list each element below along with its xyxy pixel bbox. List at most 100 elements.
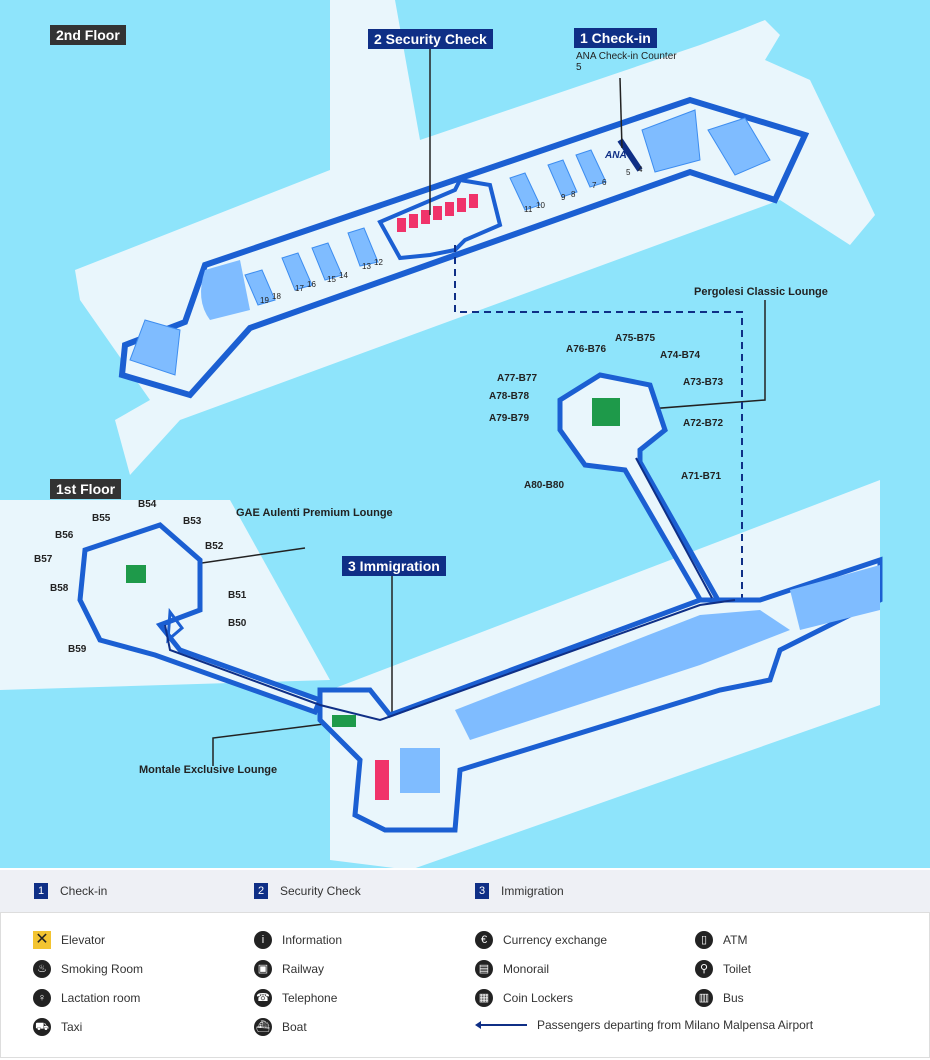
- svg-text:A72-B72: A72-B72: [683, 418, 723, 429]
- svg-text:10: 10: [536, 201, 545, 210]
- step-number: 3: [475, 883, 489, 899]
- immigration-desks: [375, 760, 389, 800]
- svg-text:16: 16: [307, 280, 316, 289]
- svg-text:B53: B53: [183, 516, 202, 527]
- step-immigration: 3 Immigration: [475, 883, 564, 899]
- telephone-icon: ☎: [254, 989, 272, 1007]
- ana-logo: ANA: [604, 150, 627, 161]
- legend-item: ▯ ATM: [695, 931, 747, 949]
- legend-item: ♨ Smoking Room: [33, 960, 143, 978]
- legend-label: Monorail: [503, 962, 550, 976]
- icon-legend: ✕ Elevator i Information € Currency exchange ▯…: [0, 912, 930, 1058]
- departure-route-a: [635, 457, 713, 599]
- legend-label: Toilet: [723, 962, 752, 976]
- departure-route: [164, 599, 736, 722]
- step-label: Immigration: [501, 884, 564, 898]
- legend-route: Passengers departing from Milano Malpens…: [475, 1018, 813, 1032]
- legend-item: ⚲ Toilet: [695, 960, 751, 978]
- legend-item: ▣ Railway: [254, 960, 324, 978]
- svg-text:B57: B57: [34, 554, 53, 565]
- taxi-icon: ⛟: [33, 1018, 51, 1036]
- svg-text:13: 13: [362, 262, 371, 271]
- legend-label: Telephone: [282, 991, 338, 1005]
- legend-label: ATM: [723, 933, 748, 947]
- svg-text:B52: B52: [205, 541, 224, 552]
- floor-label-2nd: 2nd Floor: [50, 25, 126, 45]
- svg-text:14: 14: [339, 271, 348, 280]
- legend-label: Coin Lockers: [503, 991, 574, 1005]
- legend-label: Smoking Room: [61, 962, 144, 976]
- b-triangle-structure: [166, 607, 185, 644]
- boat-icon: ⛴: [254, 1018, 272, 1036]
- pergolesi-lounge-block: [592, 398, 620, 426]
- legend-label: Elevator: [61, 933, 106, 947]
- svg-text:A71-B71: A71-B71: [681, 471, 721, 482]
- gate-labels-b: B54 B55 B53 B56 B52 B57 B58 B51 B50 B59: [34, 499, 247, 655]
- currency-exchange-icon: €: [475, 931, 493, 949]
- smoking-room-icon: ♨: [33, 960, 51, 978]
- transfer-dashed-route: [454, 245, 743, 660]
- immigration-callout: 3 Immigration: [342, 556, 446, 576]
- terminal-end-block: [201, 260, 250, 320]
- svg-text:6: 6: [602, 178, 607, 187]
- svg-text:A77-B77: A77-B77: [497, 373, 537, 384]
- gate-labels-a: A75-B75 A76-B76 A74-B74 A73-B73 A77-B77 …: [489, 333, 723, 491]
- svg-text:5: 5: [626, 168, 631, 177]
- svg-text:18: 18: [272, 292, 281, 301]
- ana-counter-label: ANA Check-in Counter: [576, 51, 677, 62]
- monorail-icon: ▤: [475, 960, 493, 978]
- step-number: 2: [254, 883, 268, 899]
- legend-label: Boat: [282, 1020, 307, 1034]
- svg-text:A76-B76: A76-B76: [566, 344, 606, 355]
- svg-text:12: 12: [374, 258, 383, 267]
- svg-text:A79-B79: A79-B79: [489, 413, 529, 424]
- legend-label: Information: [282, 933, 343, 947]
- legend-item: ⛟ Taxi: [33, 1018, 82, 1036]
- lower-terminal-blocks: [400, 565, 880, 793]
- svg-text:B55: B55: [92, 513, 111, 524]
- svg-text:B58: B58: [50, 583, 69, 594]
- svg-text:11: 11: [524, 205, 533, 214]
- svg-text:4: 4: [638, 165, 643, 174]
- checkin-callout: 1 Check-in: [574, 28, 657, 48]
- elevator-icon: ✕: [33, 931, 51, 949]
- security-check-callout: 2 Security Check: [368, 29, 493, 49]
- legend-label: Currency exchange: [503, 933, 608, 947]
- information-icon: i: [254, 931, 272, 949]
- svg-text:9: 9: [561, 193, 566, 202]
- ana-counter-marker: ANA: [604, 138, 643, 172]
- legend-item: ☎ Telephone: [254, 989, 337, 1007]
- step-label: Security Check: [280, 884, 361, 898]
- coin-lockers-icon: ▦: [475, 989, 493, 1007]
- pergolesi-lounge-label: Pergolesi Classic Lounge: [694, 286, 828, 298]
- svg-text:B56: B56: [55, 530, 74, 541]
- legend-label: Taxi: [61, 1020, 83, 1034]
- svg-text:A73-B73: A73-B73: [683, 377, 723, 388]
- checkin-islands: [129, 109, 771, 376]
- legend-item: ⛴ Boat: [254, 1018, 307, 1036]
- gae-lounge-block: [126, 565, 146, 583]
- legend-item: ✕ Elevator: [33, 931, 105, 949]
- railway-icon: ▣: [254, 960, 272, 978]
- legend-label: Railway: [282, 962, 325, 976]
- svg-text:8: 8: [571, 190, 576, 199]
- svg-text:B51: B51: [228, 590, 247, 601]
- svg-text:19: 19: [260, 296, 269, 305]
- bus-icon: ▥: [695, 989, 713, 1007]
- legend-item: ▤ Monorail: [475, 960, 549, 978]
- legend-label: Bus: [723, 991, 744, 1005]
- step-number: 1: [34, 883, 48, 899]
- svg-text:A80-B80: A80-B80: [524, 480, 564, 491]
- svg-text:17: 17: [295, 284, 304, 293]
- toilet-icon: ⚲: [695, 960, 713, 978]
- security-lanes: [397, 194, 478, 232]
- montale-lounge-block: [332, 715, 356, 727]
- svg-text:7: 7: [592, 181, 597, 190]
- step-security: 2 Security Check: [254, 883, 361, 899]
- atm-icon: ▯: [695, 931, 713, 949]
- legend-item: ▦ Coin Lockers: [475, 989, 573, 1007]
